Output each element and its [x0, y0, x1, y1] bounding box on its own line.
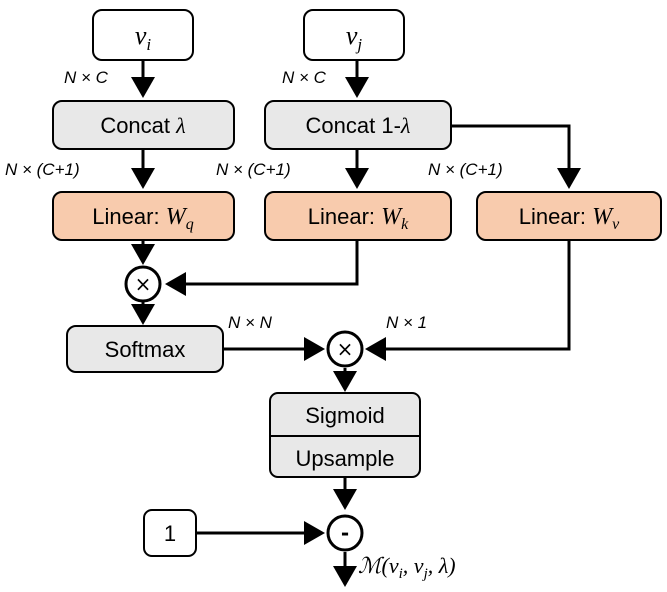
- svg-text:vj: vj: [346, 21, 363, 54]
- svg-text:Linear: Wv: Linear: Wv: [519, 204, 620, 233]
- svg-text:vi: vi: [135, 21, 152, 54]
- softmax-box: Softmax: [66, 325, 224, 373]
- svg-text:Concat λ: Concat λ: [100, 113, 185, 138]
- dimension-labels: N × C N × C N × (C+1) N × (C+1) N × (C+1…: [5, 68, 503, 332]
- output-label: ℳ(vi, vj, λ): [358, 553, 456, 582]
- multiply-operator-2: ×: [326, 330, 364, 368]
- linear-wk-box: Linear: Wk: [264, 191, 452, 241]
- sigmoid-upsample-block: Sigmoid Upsample: [269, 392, 421, 478]
- concat-lambda-box: Concat λ: [52, 100, 235, 150]
- linear-wq-box: Linear: Wq: [52, 191, 235, 241]
- input-vj: vj: [303, 9, 405, 61]
- dim-vi: N × C: [64, 68, 109, 87]
- svg-text:×: ×: [337, 337, 354, 361]
- edge-concat-linear-v: [452, 124, 581, 189]
- dim-concat-k: N × (C+1): [216, 160, 291, 179]
- edges: [131, 61, 581, 587]
- concat-one-minus-lambda-box: Concat 1-λ: [264, 100, 452, 150]
- svg-text:Concat 1-λ: Concat 1-λ: [306, 113, 411, 138]
- dim-value: N × 1: [386, 313, 427, 332]
- svg-text:Linear: Wq: Linear: Wq: [92, 204, 193, 233]
- edge-linear-k-mult: [165, 241, 359, 296]
- sigmoid-label: Sigmoid: [305, 403, 384, 428]
- dim-attention: N × N: [228, 313, 273, 332]
- constant-one-box: 1: [143, 509, 197, 557]
- svg-text:Softmax: Softmax: [105, 337, 186, 362]
- subtract-operator: -: [326, 514, 364, 552]
- upsample-label: Upsample: [295, 446, 394, 471]
- svg-text:×: ×: [135, 272, 152, 296]
- dim-vj: N × C: [282, 68, 327, 87]
- multiply-operator-1: ×: [124, 265, 162, 303]
- svg-text:-: -: [341, 521, 349, 545]
- svg-text:Linear: Wk: Linear: Wk: [308, 204, 409, 233]
- edge-linear-v-mult: [365, 241, 571, 361]
- linear-wv-box: Linear: Wv: [476, 191, 662, 241]
- dim-concat-v: N × (C+1): [428, 160, 503, 179]
- svg-text:1: 1: [164, 521, 176, 546]
- input-vi: vi: [92, 9, 194, 61]
- dim-concat-q: N × (C+1): [5, 160, 80, 179]
